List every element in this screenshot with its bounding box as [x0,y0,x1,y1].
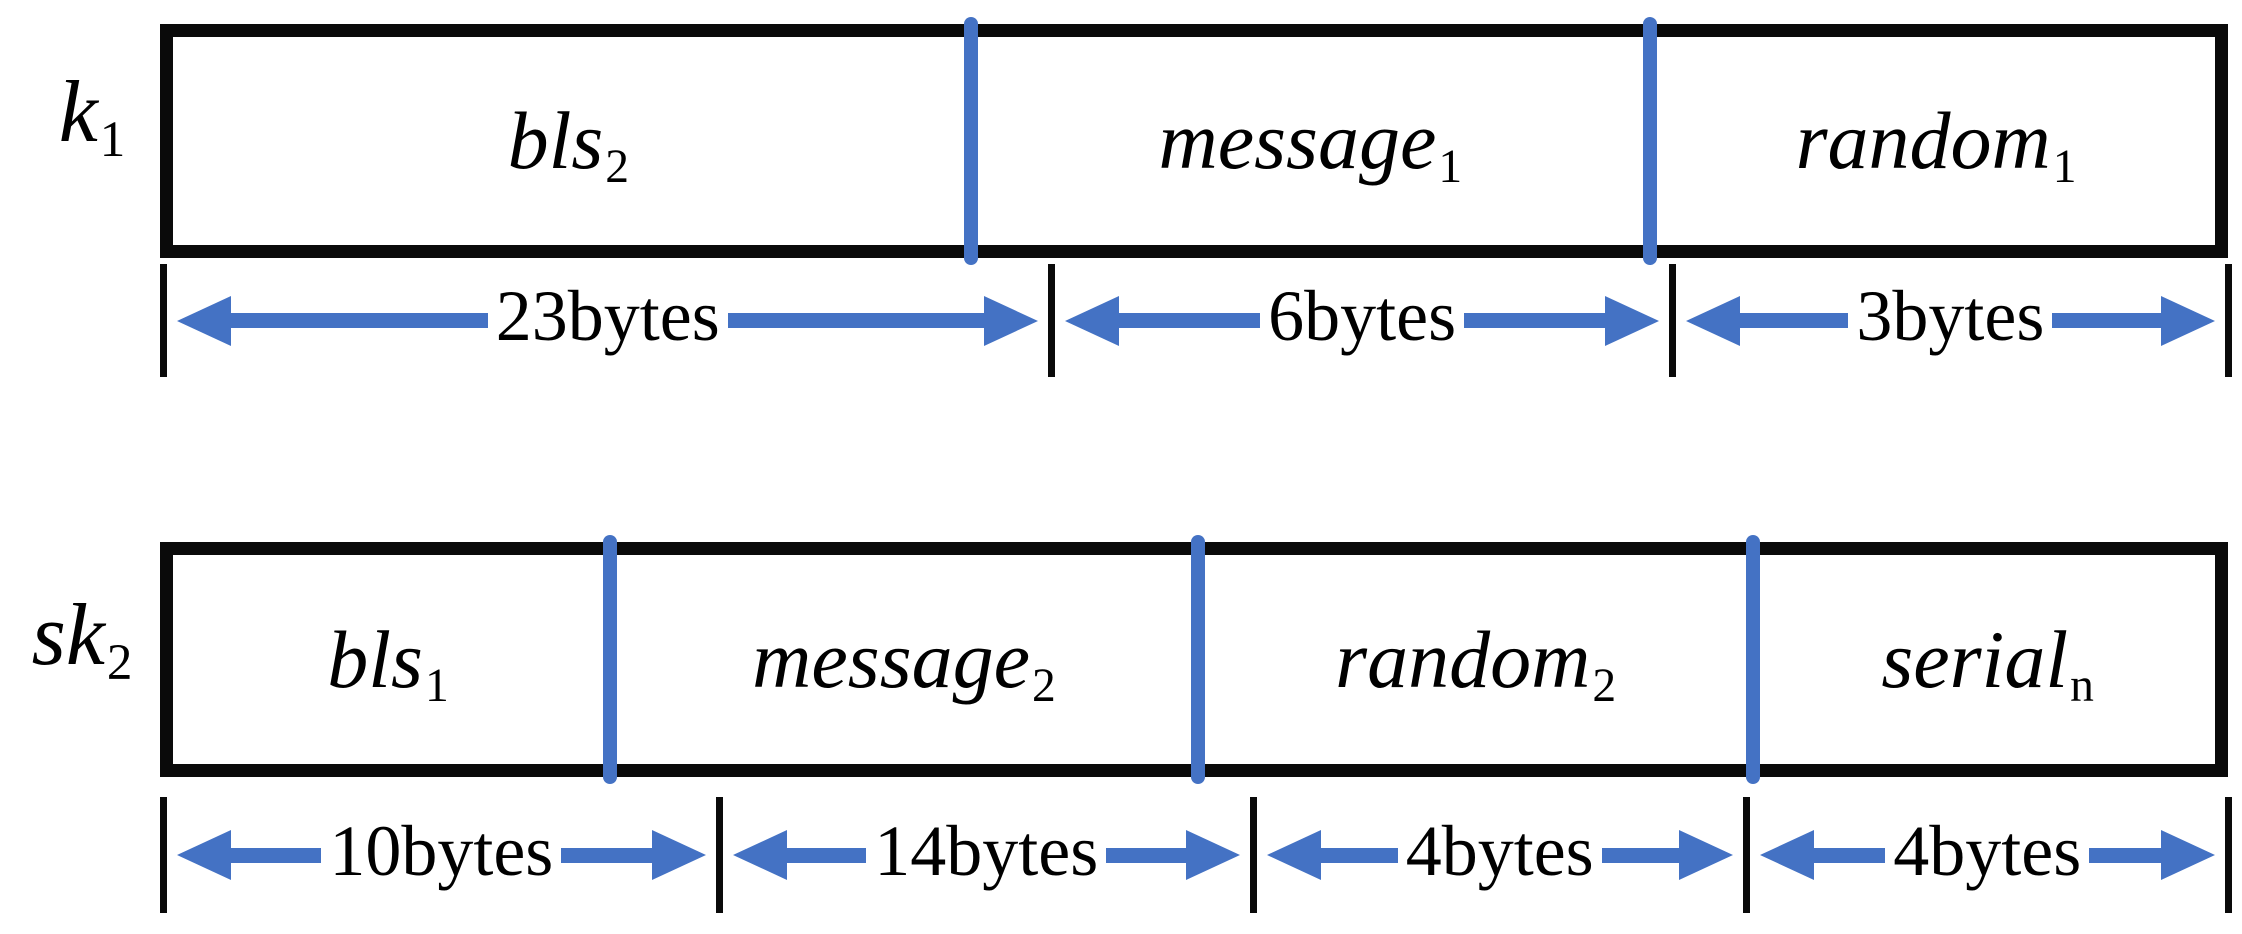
arrow-shaft [561,847,652,863]
row1-label-base: k [58,64,98,161]
arrow-shaft [786,847,867,863]
row2-segment-bls1: bls1 [173,555,603,764]
row1-label: k1 [24,62,160,168]
row2-seg1-name: message [752,613,1031,705]
row1-segment-random1-label: random1 [1795,94,2077,193]
row2-seg3-subscript: n [2070,659,2094,712]
row2-segment-message2-label: message2 [752,613,1056,712]
row2-tick-2 [1249,797,1257,913]
right-arrowhead-icon [2161,295,2216,346]
arrow-shaft [1119,313,1261,328]
row2-measure-10bytes: 10bytes [167,797,716,913]
arrow-shaft [231,847,322,863]
row2-measure-4bytes-b: 4bytes [1750,797,2225,913]
row2-seg1-subscript: 2 [1032,659,1056,712]
row2-segment-random2: random2 [1205,555,1746,764]
row1-size-label-1: 6bytes [1268,276,1457,356]
row1-tick-2 [1668,264,1676,377]
row1-seg1-name: message [1158,95,1437,186]
row2-size-label-0: 10bytes [329,810,554,891]
arrow-shaft [1464,313,1605,328]
arrow-shaft [1601,847,1679,863]
row1-record-box: bls2 message1 random1 [160,17,2228,265]
row1-segment-message1: message1 [978,37,1643,245]
left-arrowhead-icon [1266,830,1321,880]
row1-seg2-subscript: 1 [2052,141,2077,194]
row2-divider-1 [603,535,617,784]
row1-label-subscript: 1 [99,112,126,169]
row1-size-ruler: 23bytes 6bytes 3bytes [160,264,2232,377]
row2-measure-14bytes: 14bytes [723,797,1250,913]
row2-tick-1 [715,797,723,913]
row2-divider-2 [1190,535,1205,784]
row2-size-label-3: 4bytes [1893,810,2082,891]
row1-seg1-subscript: 1 [1438,141,1463,194]
row2-label-subscript: 2 [106,635,133,692]
row2-record-box: bls1 message2 random2 serialn [160,535,2228,784]
left-arrowhead-icon [1685,295,1740,346]
right-arrowhead-icon [1604,295,1659,346]
arrow-shaft [1320,847,1398,863]
arrow-shaft [1106,847,1186,863]
right-arrowhead-icon [2161,830,2215,880]
arrow-shaft [2089,847,2161,863]
row2-segment-bls1-label: bls1 [327,613,448,712]
left-arrowhead-icon [732,830,787,880]
row1-divider-2 [1643,17,1658,265]
row2-seg3-name: serial [1881,613,2069,705]
right-arrowhead-icon [984,295,1039,346]
row1-tick-0 [160,264,167,377]
row2-label: sk2 [4,585,160,691]
left-arrowhead-icon [1065,295,1120,346]
row1-segment-bls2-label: bls2 [507,94,629,193]
arrow-shaft [1739,313,1849,328]
arrow-shaft [2052,313,2162,328]
row2-segment-random2-label: random2 [1335,613,1616,712]
row1-tick-1 [1048,264,1056,377]
row1-segment-message1-label: message1 [1158,94,1463,193]
row2-segment-serialn-label: serialn [1881,613,2094,712]
row1-seg2-name: random [1795,95,2051,186]
arrow-shaft [231,313,488,328]
row1-divider-1 [963,17,978,265]
row1-size-label-2: 3bytes [1856,276,2045,356]
row2-seg2-subscript: 2 [1592,659,1617,712]
row1-segment-random1: random1 [1657,37,2215,245]
arrow-shaft [727,313,985,328]
row2-size-label-1: 14bytes [874,810,1099,891]
row2-label-base: sk [31,587,105,684]
row1-size-label-0: 23bytes [495,276,720,356]
right-arrowhead-icon [651,830,706,880]
left-arrowhead-icon [177,295,231,346]
row2-segment-message2: message2 [617,555,1191,764]
row2-segment-serialn: serialn [1760,555,2215,764]
row2-divider-3 [1746,535,1761,784]
row2-tick-4 [2225,797,2232,913]
row2-measure-4bytes-a: 4bytes [1257,797,1743,913]
row1-measure-6bytes: 6bytes [1055,264,1668,377]
row1-measure-3bytes: 3bytes [1676,264,2225,377]
left-arrowhead-icon [177,830,231,880]
row2-seg2-name: random [1335,613,1591,705]
left-arrowhead-icon [1759,830,1814,880]
row1-tick-3 [2225,264,2232,377]
row1-measure-23bytes: 23bytes [167,264,1048,377]
right-arrowhead-icon [1678,830,1733,880]
row1-segment-bls2: bls2 [173,37,964,245]
arrow-shaft [1813,847,1886,863]
right-arrowhead-icon [1185,830,1240,880]
row2-tick-3 [1742,797,1750,913]
row1-seg0-subscript: 2 [605,141,630,194]
row2-seg0-name: bls [327,613,423,705]
row2-size-ruler: 10bytes 14bytes 4bytes 4bytes [160,797,2232,913]
row2-seg0-subscript: 1 [424,659,449,712]
row2-size-label-2: 4bytes [1405,810,1594,891]
row2-tick-0 [160,797,167,913]
row1-seg0-name: bls [507,95,604,186]
